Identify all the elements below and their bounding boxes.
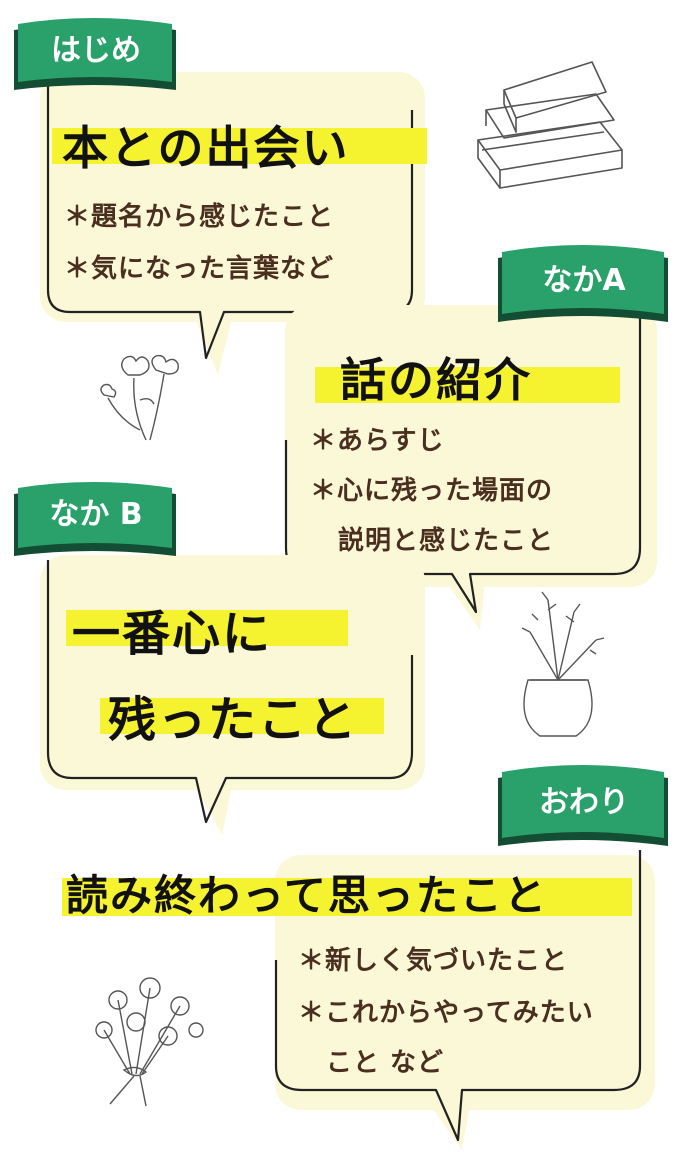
heading-naka-b-line-1: 一番心に — [72, 606, 273, 662]
badge-label-naka-b: なか B — [49, 497, 143, 532]
highlight-naka-b-1 — [66, 610, 348, 646]
badge-label-owari: おわり — [539, 785, 629, 820]
item-hajime-2: ＊気になった言葉など — [64, 254, 335, 284]
bouquet-icon — [95, 977, 204, 1107]
badge-label-naka-a: なかA — [542, 263, 626, 298]
heading-hajime: 本との出会い — [62, 121, 350, 175]
highlight-naka-b-2 — [100, 698, 384, 734]
bubble-owari — [274, 850, 655, 1150]
highlight-owari — [62, 878, 632, 916]
highlight-hajime — [52, 128, 427, 164]
badge-naka-b — [14, 482, 176, 556]
item-owari-1: ＊新しく気づいたこと — [298, 946, 569, 976]
item-naka-a-2: ＊心に残った場面の — [310, 476, 554, 506]
item-hajime-1: ＊題名から感じたこと — [64, 202, 335, 232]
item-naka-a-3: 説明と感じたこと — [338, 526, 555, 556]
vase-icon — [521, 591, 605, 737]
badge-owari — [498, 765, 668, 846]
books-icon — [477, 61, 623, 189]
item-naka-a-1: ＊あらすじ — [310, 426, 445, 456]
heading-naka-b-line-2: 残ったこと — [108, 692, 359, 748]
badge-label-hajime: はじめ — [51, 33, 141, 68]
flowers-icon — [100, 354, 179, 441]
badge-naka-a — [498, 245, 668, 322]
badge-hajime — [14, 18, 176, 90]
item-owari-3: こと など — [326, 1048, 445, 1078]
heading-owari: 読み終わって思ったこと — [66, 871, 548, 920]
item-owari-2: ＊これからやってみたい — [298, 998, 594, 1028]
heading-naka-a: 話の紹介 — [340, 353, 532, 407]
highlight-naka-a — [315, 367, 620, 403]
